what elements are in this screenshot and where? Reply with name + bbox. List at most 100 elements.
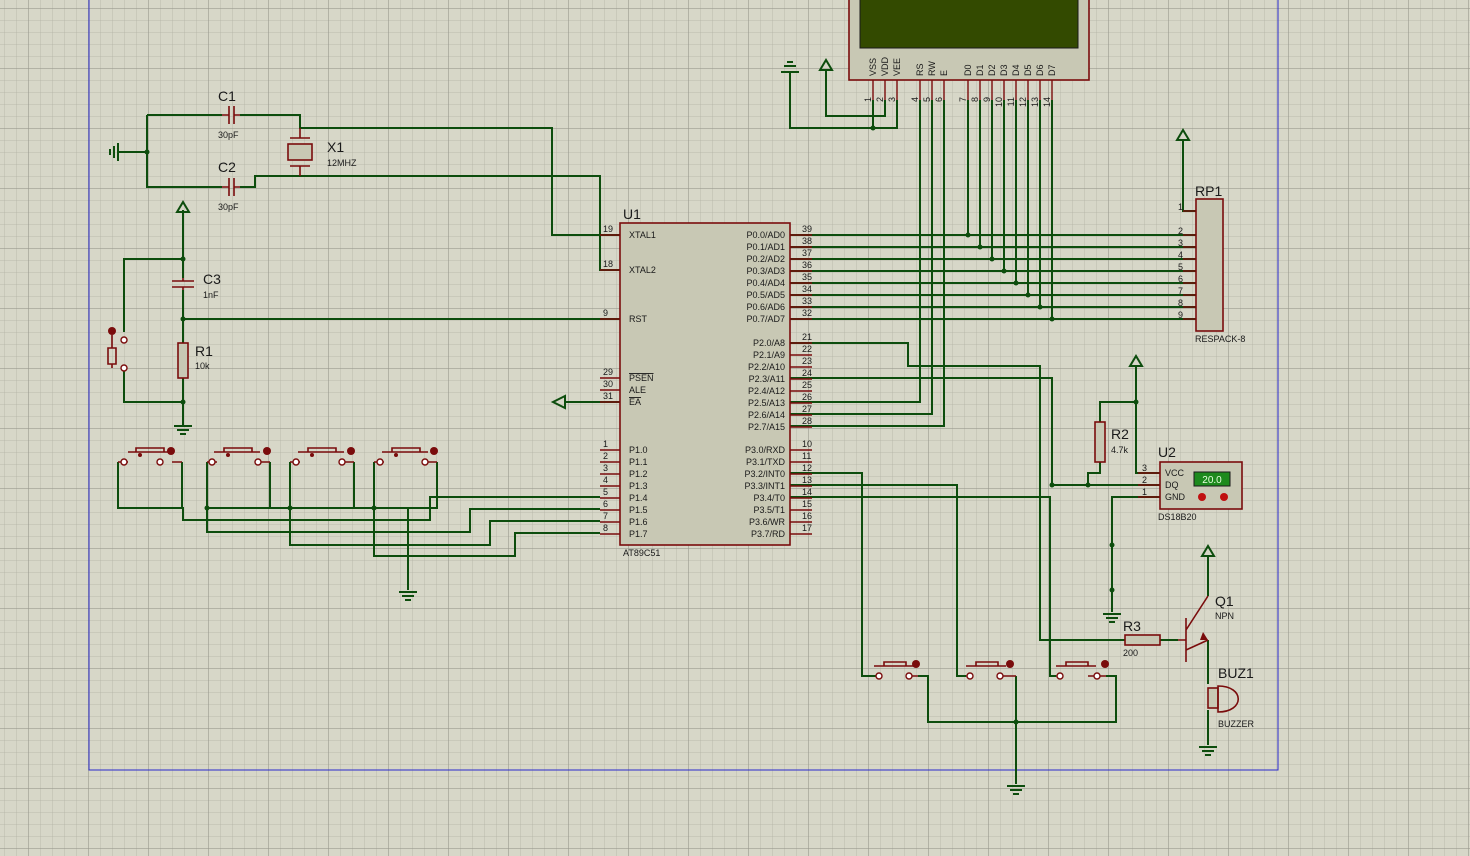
c3-ref: C3	[203, 271, 221, 287]
mcu-pin-name: P1.2	[629, 469, 648, 479]
mcu-pin-name: PSEN	[629, 373, 654, 383]
lcd-module[interactable]: 1VSS2VDD3VEE4RS5RW6E7D08D19D210D311D412D…	[848, 0, 1090, 107]
crystal-x1[interactable]: X1 12MHZ	[287, 128, 357, 176]
lcd-pin-name: VSS	[868, 58, 878, 76]
mcu-pin-number: 6	[603, 499, 608, 509]
sensor-down-icon[interactable]	[1198, 493, 1206, 501]
mcu-pin-name: P0.3/AD3	[746, 266, 785, 276]
lcd-pin-name: D4	[1011, 64, 1021, 76]
mcu-pin-number: 36	[802, 260, 812, 270]
buz1-part: BUZZER	[1218, 719, 1255, 729]
mcu-pin-name: P1.0	[629, 445, 648, 455]
mcu-pin-name: ALE	[629, 385, 646, 395]
u1-part: AT89C51	[623, 548, 660, 558]
lcd-pin-name: RW	[927, 61, 937, 76]
rp1-ref: RP1	[1195, 183, 1222, 199]
lcd-pin-number: 3	[887, 97, 897, 102]
capacitor-c3[interactable]: C3 1nF	[172, 271, 221, 300]
rp1-pin-number: 8	[1178, 298, 1183, 308]
r1-ref: R1	[195, 343, 213, 359]
lcd-pin-number: 4	[910, 97, 920, 102]
p3-pushbutton-1[interactable]	[874, 660, 920, 680]
mcu-pin-name: P0.5/AD5	[746, 290, 785, 300]
capacitor-c1[interactable]: C1 30pF	[218, 88, 240, 140]
mcu-pin-number: 4	[603, 475, 608, 485]
mcu-pin-number: 17	[802, 523, 812, 533]
u2-pin-name: GND	[1165, 492, 1186, 502]
rp1-pin-number: 3	[1178, 238, 1183, 248]
mcu-pin-name: XTAL2	[629, 265, 656, 275]
mcu-pin-number: 7	[603, 511, 608, 521]
mcu-pin-number: 19	[603, 224, 613, 234]
mcu-pin-name: P1.7	[629, 529, 648, 539]
mcu-pin-name: P3.5/T1	[753, 505, 785, 515]
p1-pushbutton-4[interactable]	[374, 447, 438, 466]
rp1-pin-number: 2	[1178, 226, 1183, 236]
mcu-pin-name: P3.4/T0	[753, 493, 785, 503]
capacitor-c2[interactable]: C2 30pF	[218, 159, 240, 212]
lcd-pin-number: 10	[994, 97, 1004, 107]
p1-pushbutton-2[interactable]	[207, 447, 271, 466]
mcu-pin-number: 2	[603, 451, 608, 461]
mcu-pin-number: 24	[802, 368, 812, 378]
mcu-pin-name: P2.3/A11	[749, 374, 785, 384]
q1-ref: Q1	[1215, 593, 1234, 609]
mcu-pin-name: P2.2/A10	[748, 362, 785, 372]
mcu-pin-number: 30	[603, 379, 613, 389]
mcu-pin-number: 32	[802, 308, 812, 318]
buz1-ref: BUZ1	[1218, 665, 1254, 681]
transistor-q1[interactable]: Q1 NPN	[1178, 593, 1234, 662]
p1-pushbutton-1[interactable]	[118, 447, 182, 466]
resistor-r2[interactable]: R2 4.7k	[1094, 421, 1129, 463]
lcd-pin-name: VDD	[880, 56, 890, 76]
mcu-pin-name: P2.0/A8	[753, 338, 785, 348]
mcu-pin-name: P0.7/AD7	[746, 314, 785, 324]
mcu-pin-number: 29	[603, 367, 613, 377]
lcd-pin-number: 12	[1018, 97, 1028, 107]
c1-value: 30pF	[218, 130, 239, 140]
p3-pushbutton-3[interactable]	[1056, 660, 1109, 680]
wires	[117, 70, 1209, 784]
resistor-r3[interactable]: R3 200	[1123, 618, 1161, 658]
mcu-u1[interactable]: U1 AT89C51 19XTAL118XTAL29RST29PSEN30ALE…	[600, 206, 812, 558]
mcu-pin-name: P1.6	[629, 517, 648, 527]
sensor-display-value: 20.0	[1202, 475, 1222, 486]
c1-ref: C1	[218, 88, 236, 104]
lcd-pin-name: RS	[915, 63, 925, 76]
q1-part: NPN	[1215, 611, 1234, 621]
lcd-pin-number: 14	[1042, 97, 1052, 107]
resistor-r1[interactable]: R1 10k	[177, 342, 213, 379]
mcu-pin-name: P2.5/A13	[748, 398, 785, 408]
mcu-pin-number: 38	[802, 236, 812, 246]
lcd-pin-number: 9	[982, 97, 992, 102]
lcd-pin-number: 8	[970, 97, 980, 102]
reset-pushbutton[interactable]	[107, 327, 128, 372]
buzzer-buz1[interactable]: BUZ1 BUZZER	[1207, 665, 1255, 729]
r1-value: 10k	[195, 361, 210, 371]
rp1-pin-number: 5	[1178, 262, 1183, 272]
mcu-pin-number: 35	[802, 272, 812, 282]
sensor-up-icon[interactable]	[1220, 493, 1228, 501]
mcu-pin-number: 8	[603, 523, 608, 533]
lcd-screen	[859, 0, 1079, 49]
mcu-pin-number: 14	[802, 487, 812, 497]
lcd-pin-number: 7	[958, 97, 968, 102]
sensor-display	[1193, 471, 1231, 487]
p1-pushbutton-3[interactable]	[290, 447, 355, 466]
lcd-pin-number: 1	[863, 97, 873, 102]
lcd-pin-name: D7	[1047, 64, 1057, 76]
mcu-pin-name: P2.4/A12	[748, 386, 785, 396]
p3-pushbutton-2[interactable]	[966, 660, 1016, 680]
mcu-pin-number: 10	[802, 439, 812, 449]
lcd-pin-number: 2	[875, 97, 885, 102]
mcu-pin-name: RST	[629, 314, 648, 324]
rp1-pin-number: 4	[1178, 250, 1183, 260]
mcu-pin-number: 12	[802, 463, 812, 473]
lcd-pin-number: 5	[922, 97, 932, 102]
mcu-pin-number: 28	[802, 416, 812, 426]
u2-pin-number: 3	[1142, 463, 1147, 473]
